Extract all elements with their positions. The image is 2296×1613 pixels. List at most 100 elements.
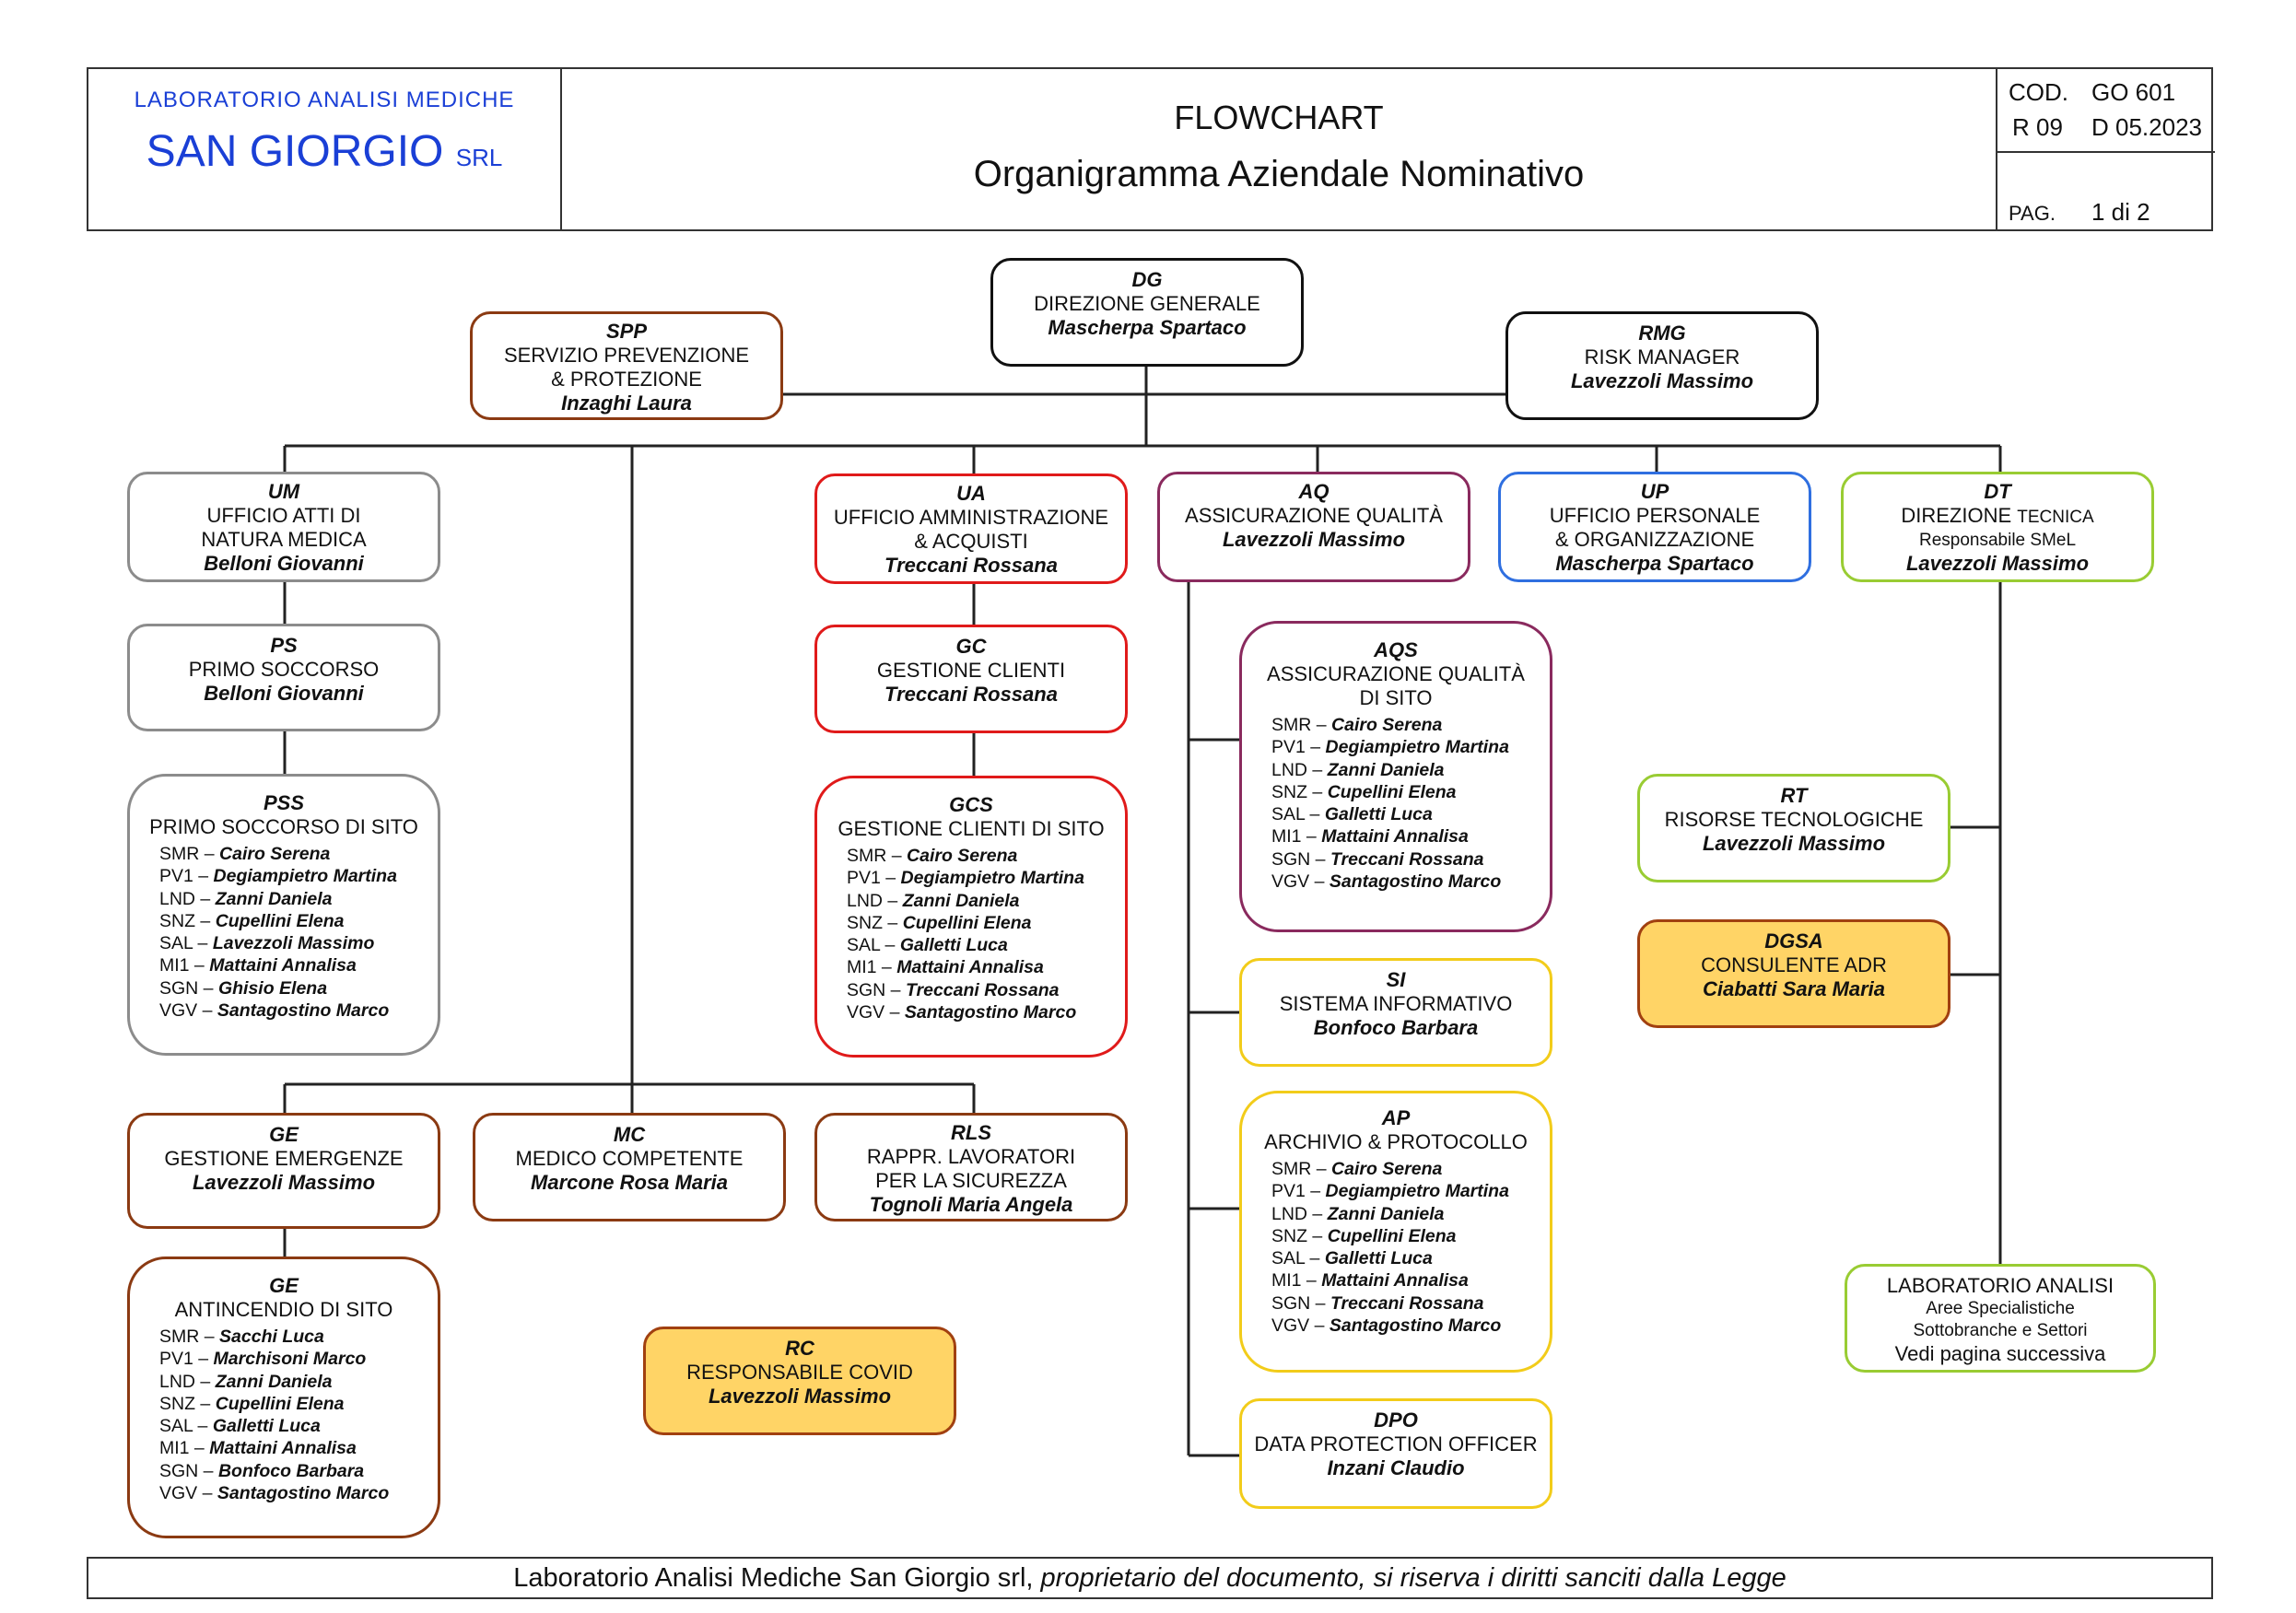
- node-title: CONSULENTE ADR: [1701, 953, 1887, 976]
- node-ufficio-personale[interactable]: UP UFFICIO PERSONALE & ORGANIZZAZIONE Ma…: [1498, 472, 1811, 582]
- header-divider: [1996, 69, 1997, 229]
- node-risorse-tecnologiche[interactable]: RT RISORSE TECNOLOGICHE Lavezzoli Massim…: [1637, 774, 1950, 882]
- node-gestione-clienti-sito[interactable]: GCS GESTIONE CLIENTI DI SITO SMR – Cairo…: [814, 776, 1128, 1058]
- node-code: UP: [1640, 480, 1669, 503]
- node-code: GE: [269, 1274, 299, 1297]
- node-gestione-emergenze[interactable]: GE GESTIONE EMERGENZE Lavezzoli Massimo: [127, 1113, 440, 1229]
- node-subtitle: Aree Specialistiche: [1926, 1299, 2075, 1318]
- site-entry: LND – Zanni Daniela: [159, 888, 333, 909]
- cod-label: COD.: [2009, 78, 2068, 106]
- node-title: GESTIONE CLIENTI DI SITO: [838, 817, 1105, 840]
- node-primo-soccorso[interactable]: PS PRIMO SOCCORSO Belloni Giovanni: [127, 624, 440, 731]
- node-ufficio-amministrazione[interactable]: UA UFFICIO AMMINISTRAZIONE & ACQUISTI Tr…: [814, 473, 1128, 584]
- site-person: Mattaini Annalisa: [209, 1438, 357, 1459]
- site-entry: PV1 – Degiampietro Martina: [159, 866, 397, 887]
- node-title: ASSICURAZIONE QUALITÀ: [1267, 662, 1525, 685]
- node-title: RAPPR. LAVORATORI: [866, 1145, 1076, 1168]
- site-code: VGV: [1271, 871, 1310, 893]
- node-laboratorio-analisi[interactable]: LABORATORIO ANALISI Aree Specialistiche …: [1845, 1264, 2156, 1373]
- node-consulente-adr[interactable]: DGSA CONSULENTE ADR Ciabatti Sara Maria: [1637, 919, 1950, 1028]
- node-person: Inzani Claudio: [1327, 1456, 1465, 1479]
- node-responsabile-covid[interactable]: RC RESPONSABILE COVID Lavezzoli Massimo: [643, 1327, 956, 1435]
- node-assicurazione-qualita-sito[interactable]: AQS ASSICURAZIONE QUALITÀ DI SITO SMR – …: [1239, 621, 1552, 932]
- node-archivio-protocollo[interactable]: AP ARCHIVIO & PROTOCOLLO SMR – Cairo Ser…: [1239, 1091, 1552, 1373]
- node-title: & PROTEZIONE: [551, 368, 702, 391]
- site-person: Mattaini Annalisa: [896, 957, 1044, 978]
- site-entry: SGN – Treccani Rossana: [1271, 848, 1484, 870]
- site-entry: SAL – Galletti Luca: [1271, 804, 1433, 825]
- site-person: Bonfoco Barbara: [217, 1460, 365, 1481]
- site-code: SNZ: [847, 912, 883, 933]
- node-medico-competente[interactable]: MC MEDICO COMPETENTE Marcone Rosa Maria: [473, 1113, 786, 1221]
- site-entry: VGV – Santagostino Marco: [1271, 1315, 1502, 1337]
- node-code: DG: [1131, 268, 1163, 291]
- node-risk-manager[interactable]: RMG RISK MANAGER Lavezzoli Massimo: [1505, 311, 1819, 420]
- site-code: SAL: [847, 935, 881, 956]
- node-person: Belloni Giovanni: [204, 682, 364, 705]
- site-code: SAL: [159, 933, 193, 954]
- node-code: MC: [613, 1123, 646, 1146]
- site-entry: MI1 – Mattaini Annalisa: [1271, 826, 1469, 847]
- node-gestione-clienti[interactable]: GC GESTIONE CLIENTI Treccani Rossana: [814, 625, 1128, 733]
- site-code: VGV: [1271, 1315, 1310, 1337]
- node-servizio-prevenzione[interactable]: SPP SERVIZIO PREVENZIONE & PROTEZIONE In…: [470, 311, 783, 420]
- node-person: Treccani Rossana: [884, 683, 1058, 706]
- site-entry: SNZ – Cupellini Elena: [847, 912, 1032, 933]
- node-code: AP: [1381, 1106, 1411, 1129]
- site-person: Treccani Rossana: [905, 979, 1060, 1000]
- site-entry: MI1 – Mattaini Annalisa: [159, 1438, 357, 1459]
- site-code: SNZ: [1271, 781, 1307, 802]
- site-entry: PV1 – Marchisoni Marco: [159, 1349, 367, 1370]
- site-code: SMR: [847, 846, 887, 866]
- site-person: Degiampietro Martina: [213, 866, 397, 887]
- node-code: PS: [270, 634, 298, 657]
- node-title: RISK MANAGER: [1584, 345, 1740, 368]
- site-person: Cupellini Elena: [1327, 781, 1457, 802]
- node-title: LABORATORIO ANALISI: [1886, 1274, 2114, 1297]
- node-data-protection-officer[interactable]: DPO DATA PROTECTION OFFICER Inzani Claud…: [1239, 1398, 1552, 1509]
- site-code: LND: [847, 890, 884, 911]
- revision-date: D 05.2023: [2091, 113, 2202, 141]
- node-code: RC: [785, 1337, 814, 1360]
- node-direzione-generale[interactable]: DG DIREZIONE GENERALE Mascherpa Spartaco: [990, 258, 1304, 367]
- site-person: Galletti Luca: [1324, 1248, 1433, 1269]
- site-entry: PV1 – Degiampietro Martina: [1271, 737, 1509, 758]
- site-person: Degiampietro Martina: [1325, 737, 1509, 758]
- node-direzione-tecnica[interactable]: DT DIREZIONE TECNICA Responsabile SMeL L…: [1841, 472, 2154, 582]
- node-sistema-informativo[interactable]: SI SISTEMA INFORMATIVO Bonfoco Barbara: [1239, 958, 1552, 1067]
- node-rappresentante-lavoratori[interactable]: RLS RAPPR. LAVORATORI PER LA SICUREZZA T…: [814, 1113, 1128, 1221]
- site-entry: LND – Zanni Daniela: [1271, 1203, 1445, 1224]
- site-code: MI1: [159, 1438, 190, 1459]
- node-assicurazione-qualita[interactable]: AQ ASSICURAZIONE QUALITÀ Lavezzoli Massi…: [1157, 472, 1470, 582]
- document-footer: Laboratorio Analisi Mediche San Giorgio …: [87, 1557, 2213, 1599]
- node-primo-soccorso-sito[interactable]: PSS PRIMO SOCCORSO DI SITO SMR – Cairo S…: [127, 774, 440, 1056]
- site-code: MI1: [159, 955, 190, 976]
- site-code: VGV: [847, 1002, 885, 1023]
- node-antincendio-sito[interactable]: GE ANTINCENDIO DI SITO SMR – Sacchi Luca…: [127, 1257, 440, 1538]
- site-code: MI1: [1271, 1270, 1302, 1292]
- site-code: SMR: [1271, 715, 1312, 735]
- site-person: Cupellini Elena: [1327, 1225, 1457, 1246]
- site-entry: SMR – Sacchi Luca: [159, 1327, 324, 1347]
- node-code: DGSA: [1764, 929, 1823, 953]
- node-ufficio-atti-medica[interactable]: UM UFFICIO ATTI DI NATURA MEDICA Belloni…: [127, 472, 440, 582]
- site-entry: LND – Zanni Daniela: [159, 1371, 333, 1392]
- site-person: Cupellini Elena: [215, 910, 345, 931]
- node-title: DI SITO: [1359, 686, 1433, 709]
- node-person: Lavezzoli Massimo: [192, 1171, 376, 1194]
- site-person: Zanni Daniela: [215, 1371, 333, 1392]
- site-code: SNZ: [159, 910, 195, 931]
- node-title: & ACQUISTI: [914, 530, 1028, 553]
- site-person: Degiampietro Martina: [900, 868, 1084, 889]
- site-person: Cupellini Elena: [215, 1393, 345, 1414]
- site-person: Galletti Luca: [1324, 804, 1433, 825]
- node-code: DT: [1984, 480, 2011, 503]
- node-person: Mascherpa Spartaco: [1555, 552, 1754, 575]
- site-entry: SAL – Galletti Luca: [159, 1416, 321, 1437]
- site-code: PV1: [159, 1349, 193, 1370]
- site-code: LND: [159, 888, 196, 909]
- site-code: SMR: [1271, 1159, 1312, 1179]
- node-person: Inzaghi Laura: [561, 392, 692, 415]
